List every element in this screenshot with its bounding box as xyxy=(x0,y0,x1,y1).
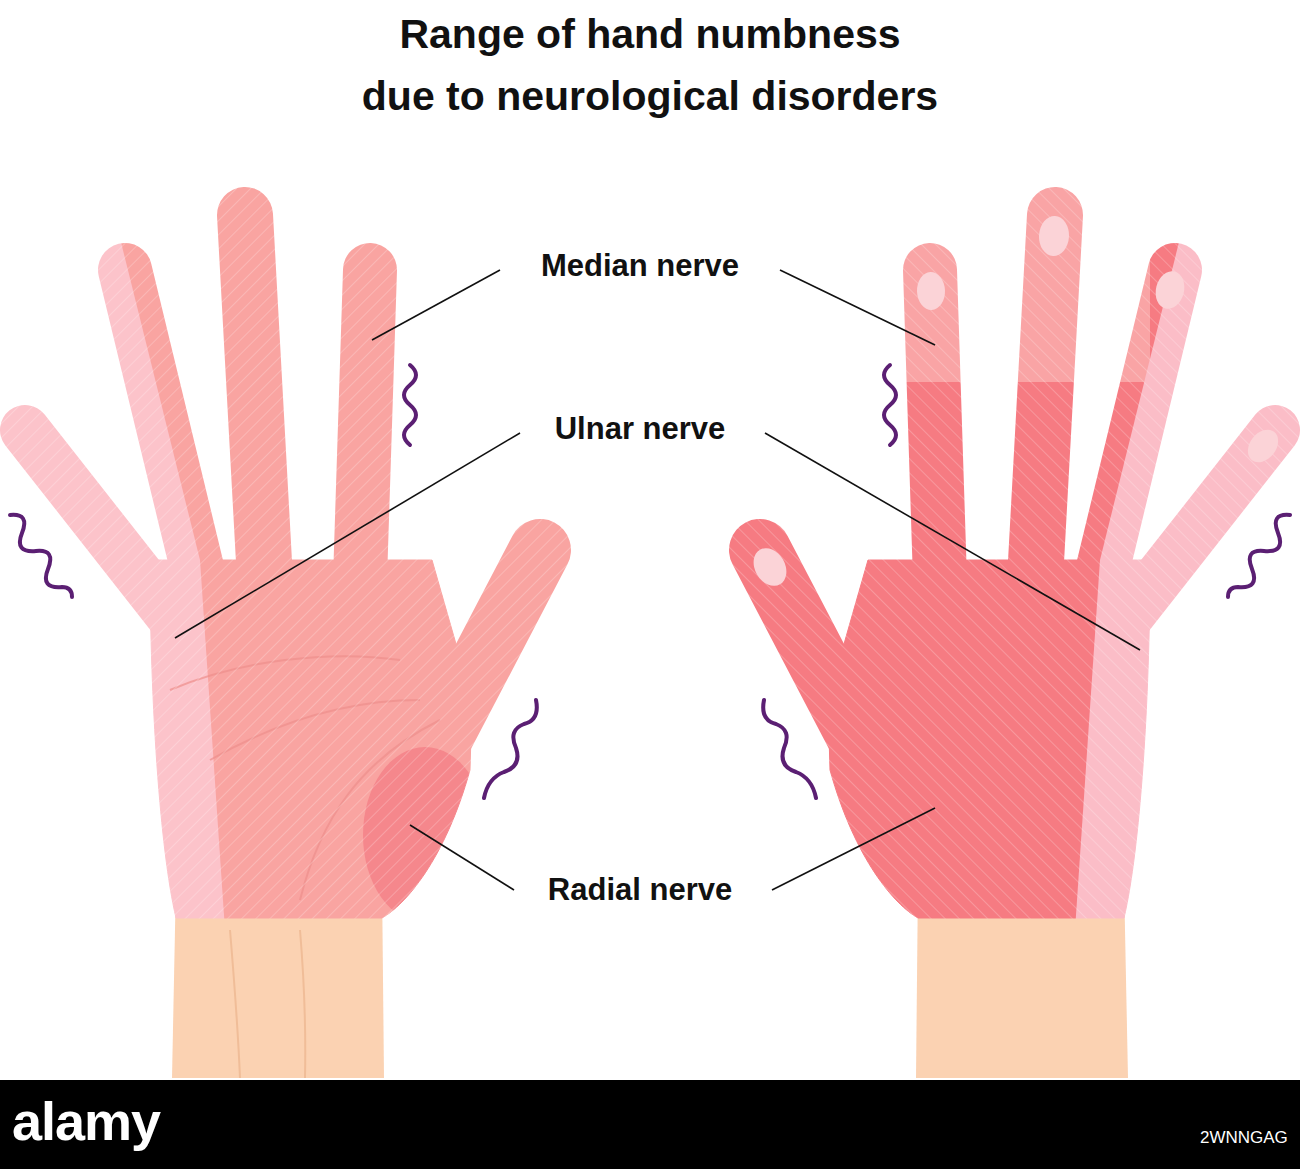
nerve-label: Median nerve xyxy=(535,248,745,284)
diagram-title: Range of hand numbness due to neurologic… xyxy=(240,4,1060,127)
image-id: 2WNNGAG xyxy=(1200,1128,1288,1148)
watermark: alamy xyxy=(12,1090,160,1152)
nerve-label: Radial nerve xyxy=(542,872,738,908)
nerve-label: Ulnar nerve xyxy=(549,411,732,447)
